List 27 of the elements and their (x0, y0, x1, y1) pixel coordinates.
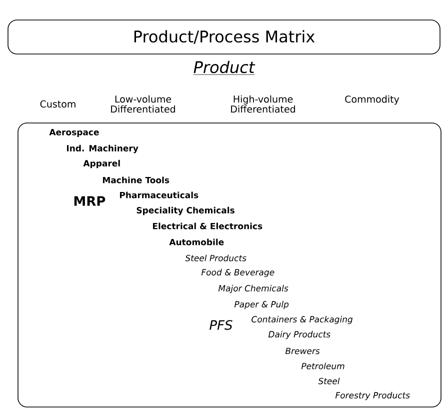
industry-label: Brewers (285, 348, 320, 354)
industry-label: Steel Products (185, 254, 246, 262)
column-header: Commodity (345, 95, 400, 105)
column-header: Custom (40, 100, 76, 108)
matrix-frame (18, 122, 442, 408)
title-box: Product/Process Matrix (8, 20, 440, 54)
axis-heading: Product (193, 60, 256, 75)
industry-label: Petroleum (301, 362, 344, 370)
industry-label: Machine Tools (103, 176, 170, 184)
industry-label: Aerospace (49, 129, 99, 137)
industry-label: Food & Beverage (201, 268, 274, 278)
industry-label: Apparel (83, 160, 120, 168)
industry-label: Automobile (169, 238, 224, 246)
process-label: MRP (74, 196, 106, 206)
industry-label: Steel (318, 378, 340, 384)
industry-label: Forestry Products (335, 392, 410, 400)
industry-label: Electrical & Electronics (153, 222, 262, 230)
industry-label: Pharmaceuticals (120, 192, 198, 198)
industry-label: Paper & Pulp (234, 300, 289, 310)
industry-label: Speciality Chemicals (136, 206, 234, 216)
column-header: Low-volume Differentiated (111, 95, 175, 113)
industry-label: Ind. Machinery (67, 144, 138, 154)
industry-label: Containers & Packaging (252, 316, 353, 324)
industry-label: Major Chemicals (218, 284, 288, 294)
column-header: High-volume Differentiated (231, 95, 295, 113)
industry-label: Dairy Products (268, 330, 330, 340)
process-label: PFS (210, 320, 232, 330)
